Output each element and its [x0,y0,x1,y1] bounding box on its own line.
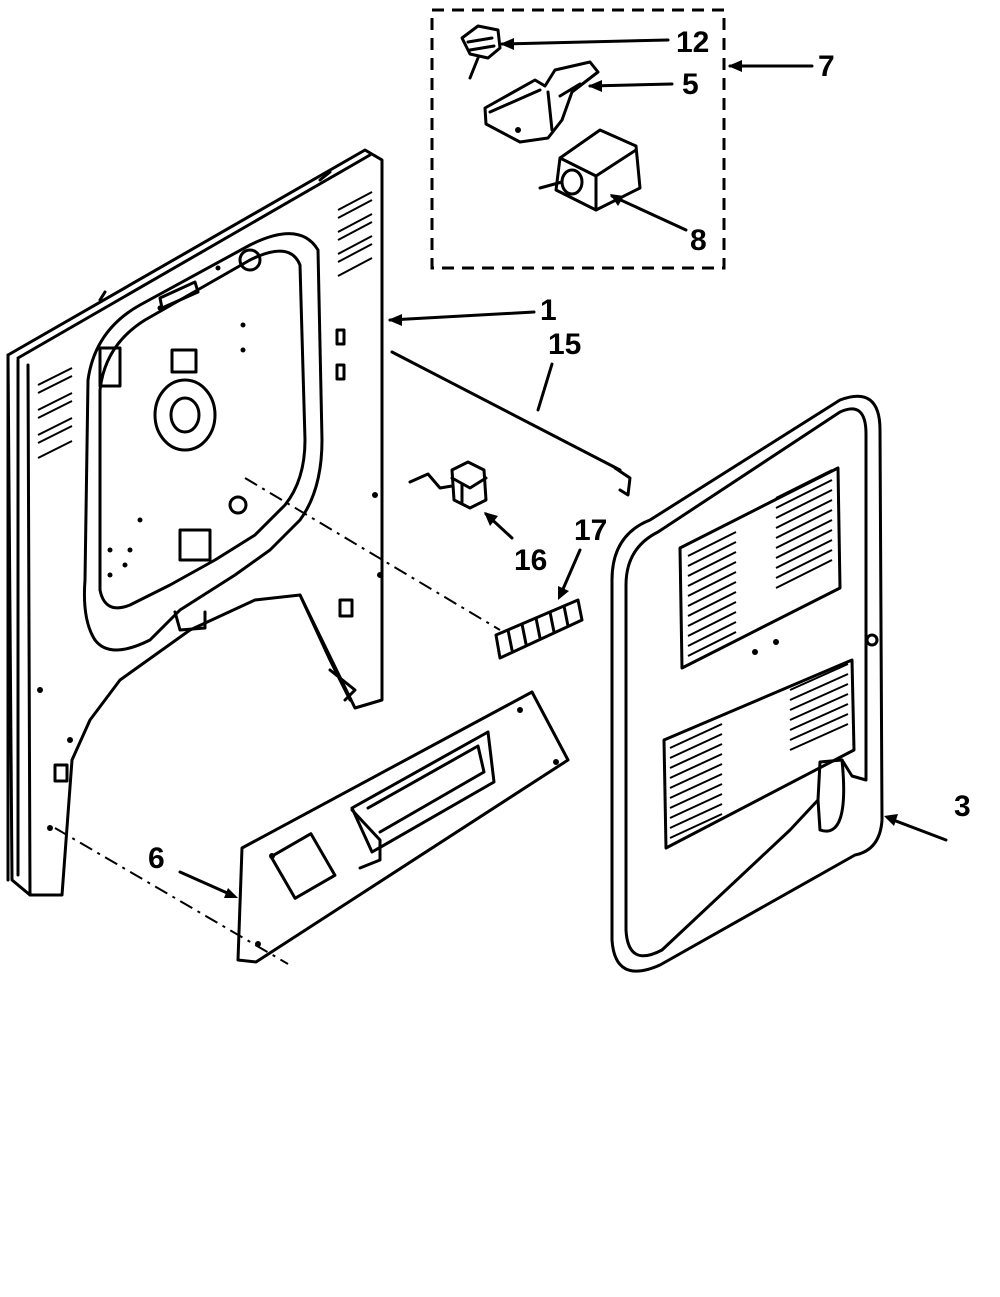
callout-15: 15 [548,328,581,361]
callout-8: 8 [690,224,707,257]
part-12-clip [460,24,502,80]
part-15-rod [390,350,632,497]
part-16-sensor [408,460,488,510]
part-8-solenoid [538,128,642,212]
kit-dashed-box [430,8,726,270]
part-17-terminal-block [494,598,584,660]
callout-16: 16 [514,544,547,577]
callout-12: 12 [676,26,709,59]
callout-7: 7 [818,50,835,83]
callout-1: 1 [540,294,557,327]
part-3-side-panel [610,394,884,973]
callout-3: 3 [954,790,971,823]
part-5-bracket [483,60,600,144]
callout-17: 17 [574,514,607,547]
part-1-back-panel [6,148,384,897]
arrowhead-12 [500,38,514,50]
callout-5: 5 [682,68,699,101]
leader-lines [54,38,948,965]
callout-6: 6 [148,842,165,875]
part-6-lower-panel [236,690,570,964]
